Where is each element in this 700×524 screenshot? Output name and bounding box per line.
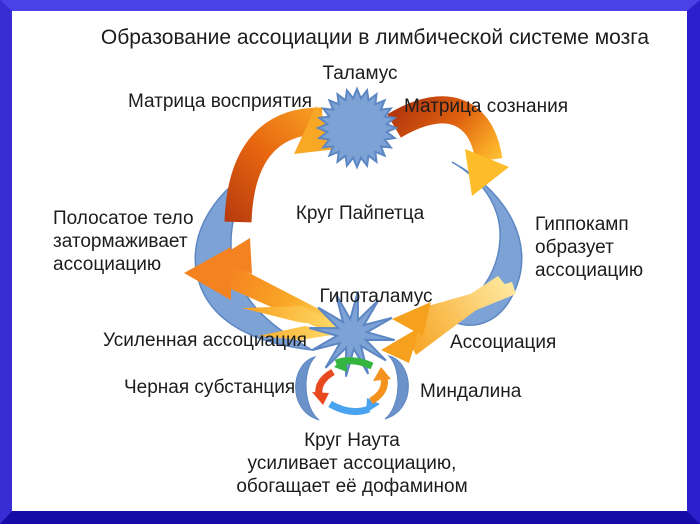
label-papez-circle: Круг Пайпетца xyxy=(295,203,425,224)
label-amygdala: Миндалина xyxy=(420,381,522,402)
hypothalamus-starburst-icon xyxy=(309,291,395,377)
nauta-cycle-icon xyxy=(295,355,409,421)
label-consciousness-matrix: Матрица сознания xyxy=(403,96,569,117)
label-hypothalamus: Гипоталамус xyxy=(319,286,433,307)
thalamus-starburst-icon xyxy=(315,86,399,170)
label-nauta-circle: Круг Наута усиливает ассоциацию, обогаща… xyxy=(236,430,468,497)
hippocampus-association-arrows xyxy=(381,276,516,363)
label-striatum: Полосатое тело затормаживает ассоциацию xyxy=(53,208,194,275)
label-hippocampus: Гиппокамп образует ассоциацию xyxy=(535,214,644,281)
association-arrowhead-icon xyxy=(381,327,420,363)
nauta-arc-left xyxy=(295,356,320,421)
nauta-red-arrow-icon xyxy=(312,392,329,405)
label-substantia-nigra: Черная субстанция xyxy=(124,377,296,398)
consciousness-arrowhead-icon xyxy=(465,149,509,196)
label-perception-matrix: Матрица восприятия xyxy=(127,91,313,112)
nauta-green-arrow-icon xyxy=(334,357,347,372)
page-title: Образование ассоциации в лимбической сис… xyxy=(100,26,650,49)
papez-arc-left-crescent xyxy=(194,161,313,351)
label-association: Ассоциация xyxy=(450,332,557,353)
label-enhanced-association: Усиленная ассоциация xyxy=(103,330,307,351)
consciousness-arrow xyxy=(387,96,509,196)
association-arrowhead2-icon xyxy=(392,302,431,336)
nauta-blue-arrow-icon xyxy=(366,398,380,413)
striatum-arrowhead2-icon xyxy=(216,238,252,274)
nauta-arc-right xyxy=(384,355,409,420)
nauta-orange-arrow-icon xyxy=(373,367,391,381)
label-thalamus: Таламус xyxy=(322,63,398,84)
